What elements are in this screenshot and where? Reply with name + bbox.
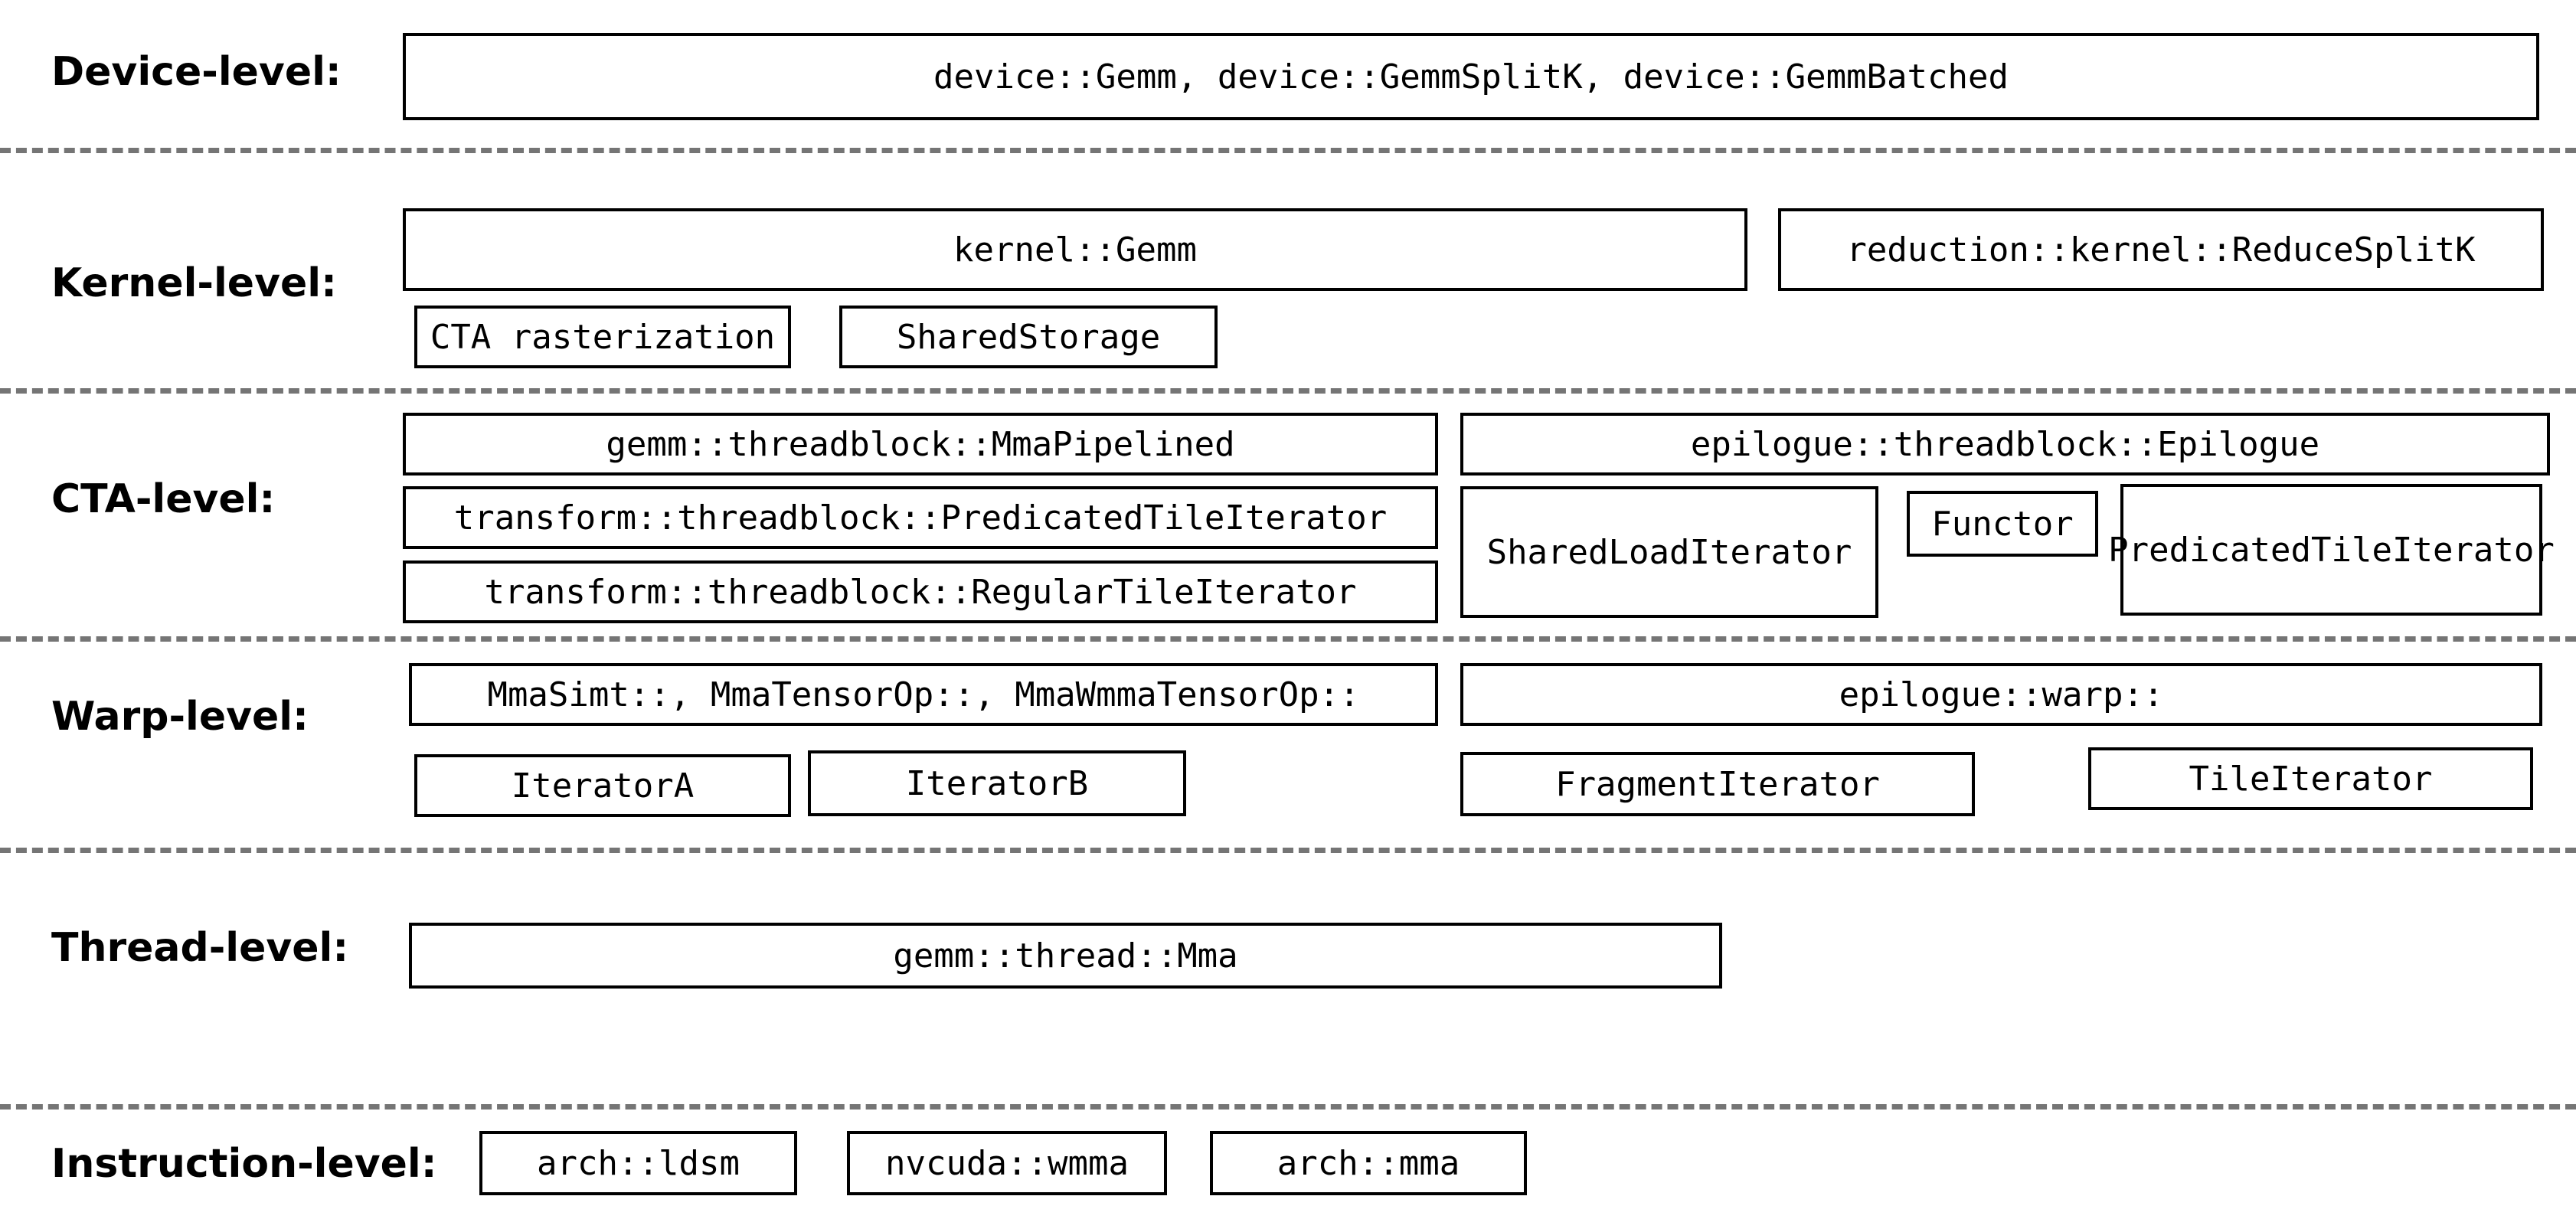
level-label-instruction: Instruction-level: [51,1141,437,1187]
box-iterator-a: IteratorA [414,754,791,817]
box-arch-ldsm: arch::ldsm [479,1131,797,1195]
box-functor: Functor [1907,491,2098,557]
box-nvcuda-wmma: nvcuda::wmma [847,1131,1167,1195]
separator-cta-warp [0,636,2576,642]
box-transform-threadblock-regular-tile-iterator: transform::threadblock::RegularTileItera… [403,560,1438,623]
level-label-kernel: Kernel-level: [51,260,337,306]
box-epilogue-predicated-tile-iterator: PredicatedTileIterator [2108,484,2555,616]
box-fragment-iterator: FragmentIterator [1460,752,1975,816]
box-warp-mma-variants: MmaSimt::, MmaTensorOp::, MmaWmmaTensorO… [409,663,1438,726]
box-cta-rasterization: CTA rasterization [414,306,791,368]
separator-device-kernel [0,148,2576,153]
box-iterator-b: IteratorB [808,750,1186,816]
box-reduction-kernel-reduce-splitk: reduction::kernel::ReduceSplitK [1778,208,2544,291]
box-epilogue-threadblock-epilogue: epilogue::threadblock::Epilogue [1460,413,2550,476]
box-tile-iterator: TileIterator [2088,747,2533,810]
level-label-device: Device-level: [51,49,342,95]
separator-kernel-cta [0,388,2576,394]
level-label-warp: Warp-level: [51,694,309,740]
level-label-thread: Thread-level: [51,925,349,971]
separator-thread-instruction [0,1104,2576,1110]
separator-warp-thread [0,848,2576,853]
box-epilogue-warp: epilogue::warp:: [1460,663,2542,726]
box-arch-mma: arch::mma [1210,1131,1527,1195]
box-kernel-gemm: kernel::Gemm [403,208,1747,291]
box-shared-load-iterator: SharedLoadIterator [1460,486,1878,618]
box-gemm-thread-mma: gemm::thread::Mma [409,923,1722,989]
box-transform-threadblock-predicated-tile-iterator: transform::threadblock::PredicatedTileIt… [403,486,1438,549]
level-label-cta: CTA-level: [51,476,276,522]
box-gemm-threadblock-mma-pipelined: gemm::threadblock::MmaPipelined [403,413,1438,476]
box-shared-storage: SharedStorage [839,306,1218,368]
box-device-gemm: device::Gemm, device::GemmSplitK, device… [403,33,2539,120]
